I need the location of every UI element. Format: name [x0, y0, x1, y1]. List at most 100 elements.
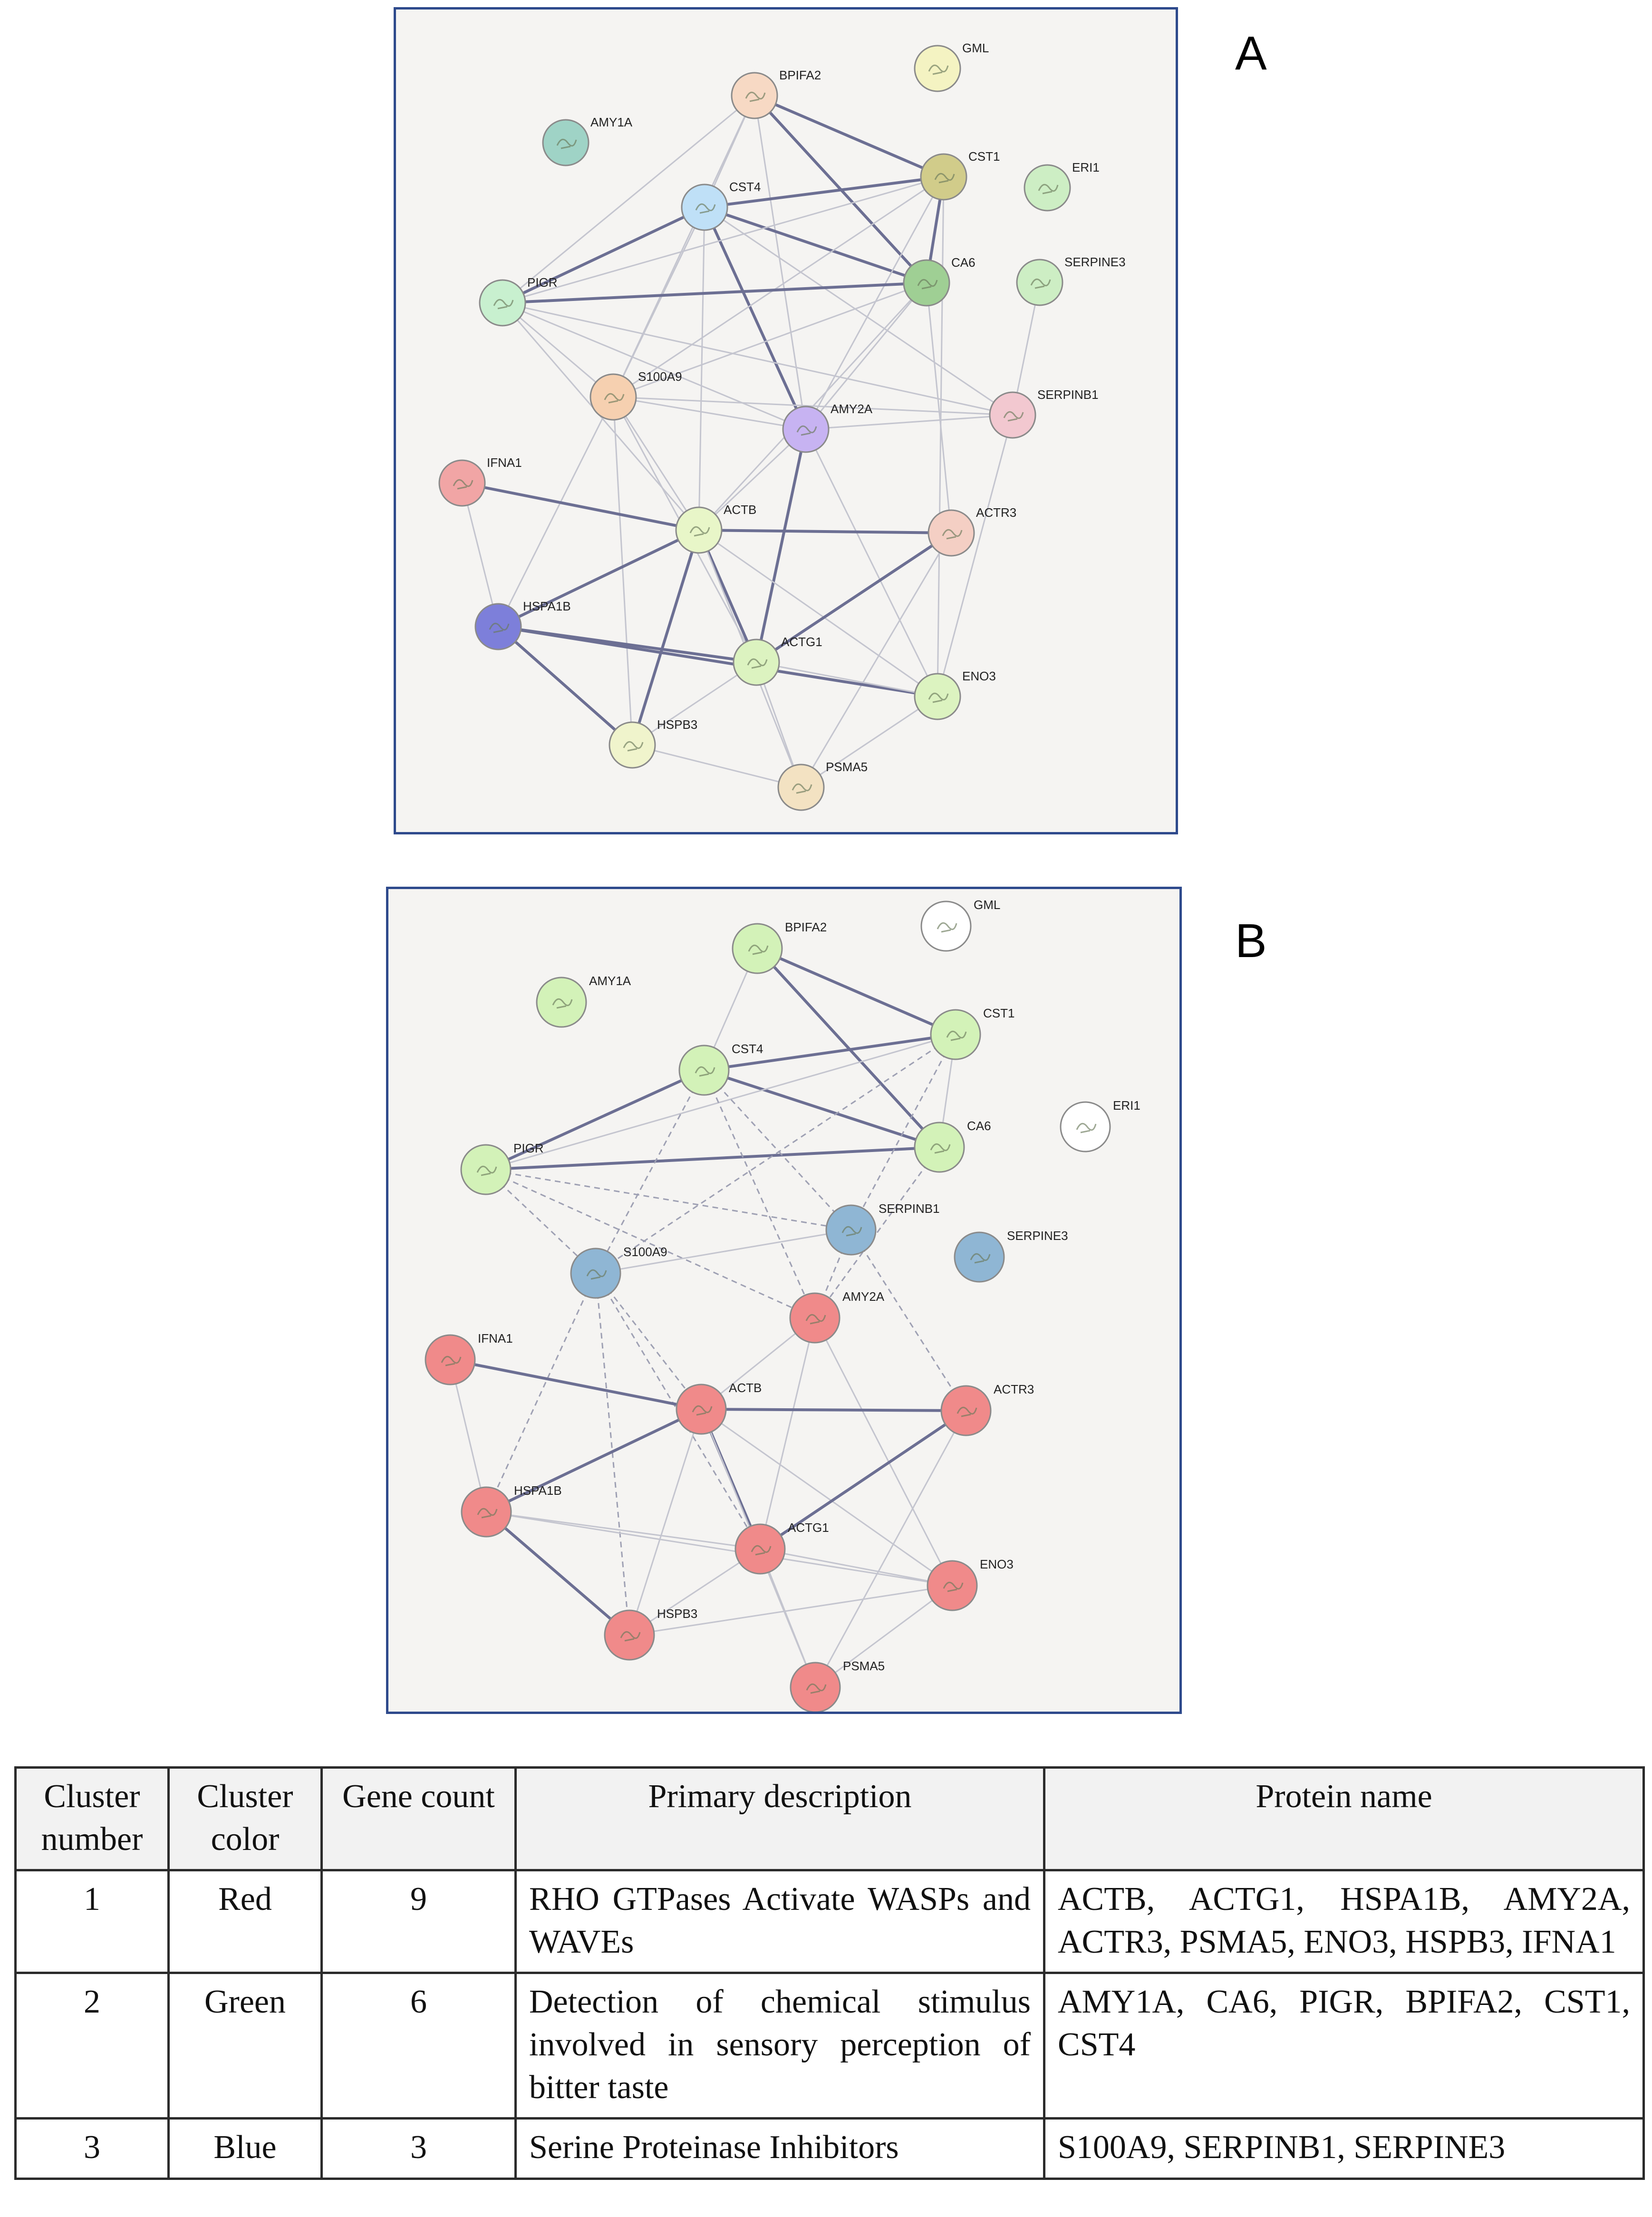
node-circle [1024, 164, 1071, 212]
edge-s100a9-actb [612, 397, 700, 531]
node-circle [474, 603, 522, 650]
protein-structure-icon [805, 1314, 826, 1325]
node-bpifa2[interactable]: BPIFA2 [732, 920, 827, 974]
node-cst1[interactable]: CST1 [920, 149, 1000, 201]
edge-eno3-serpinb1 [937, 415, 1014, 697]
node-gml[interactable]: GML [920, 898, 1000, 952]
edge-actb-actr3 [701, 1408, 966, 1412]
node-actb[interactable]: ACTB [676, 1381, 762, 1435]
protein-structure-icon [586, 1269, 607, 1280]
node-actg1[interactable]: ACTG1 [733, 635, 822, 686]
protein-structure-icon [623, 741, 644, 752]
node-label: CA6 [967, 1119, 991, 1133]
node-label: AMY1A [589, 974, 631, 988]
node-pigr[interactable]: PIGR [460, 1141, 544, 1195]
gene-count-cell: 9 [320, 1869, 517, 1975]
node-label: AMY2A [842, 1289, 885, 1304]
node-hspa1b[interactable]: HSPA1B [461, 1483, 562, 1538]
edge-amy2a-actg1 [755, 429, 807, 663]
node-ca6[interactable]: CA6 [903, 255, 976, 307]
node-hspb3[interactable]: HSPB3 [604, 1607, 697, 1661]
node-actg1[interactable]: ACTG1 [734, 1520, 829, 1575]
node-serpine3[interactable]: SERPINE3 [954, 1229, 1068, 1283]
node-amy1a[interactable]: AMY1A [536, 974, 631, 1028]
node-label: PIGR [513, 1141, 544, 1155]
edge-hspa1b-hspb3 [485, 1510, 630, 1636]
protein-structure-icon [689, 526, 710, 537]
edge-ifna1-hspa1b [449, 1359, 487, 1512]
node-psma5[interactable]: PSMA5 [790, 1659, 885, 1712]
node-label: AMY2A [831, 402, 873, 416]
node-s100a9[interactable]: S100A9 [589, 369, 682, 421]
edge-ca6-amy2a [805, 282, 927, 430]
edge-ifna1-hspa1b [461, 483, 499, 627]
node-pigr[interactable]: PIGR [479, 275, 558, 327]
edge-pigr-serpinb1 [502, 302, 1013, 416]
edge-actg1-eno3 [756, 661, 938, 697]
node-serpine3[interactable]: SERPINE3 [1016, 255, 1126, 306]
protein-structure-icon [796, 425, 817, 436]
node-amy2a[interactable]: AMY2A [782, 402, 873, 453]
protein-structure-icon [946, 1030, 967, 1041]
protein-structure-icon [1076, 1123, 1097, 1133]
cluster-table: Cluster number Cluster color Gene count … [14, 1766, 1645, 2180]
edge-hspa1b-hspb3 [497, 625, 633, 746]
node-circle [914, 1122, 965, 1173]
protein-structure-icon [956, 1406, 977, 1417]
protein-structure-icon [476, 1165, 497, 1176]
node-hspa1b[interactable]: HSPA1B [474, 599, 571, 650]
node-psma5[interactable]: PSMA5 [777, 760, 868, 811]
table-header-row: Cluster number Cluster color Gene count … [14, 1766, 1645, 1872]
node-label: BPIFA2 [785, 920, 827, 934]
node-label: PSMA5 [843, 1659, 885, 1673]
node-label: SERPINE3 [1064, 255, 1126, 269]
node-ifna1[interactable]: IFNA1 [438, 455, 522, 507]
node-cst1[interactable]: CST1 [930, 1006, 1014, 1060]
edge-actg1-hspb3 [632, 661, 757, 746]
description-cell: Serine Proteinase Inhibitors [514, 2117, 1045, 2180]
node-cst4[interactable]: CST4 [681, 180, 761, 231]
node-bpifa2[interactable]: BPIFA2 [731, 68, 821, 119]
node-label: ACTB [729, 1381, 762, 1395]
node-label: CST1 [968, 149, 1000, 164]
panel-label-b: B [1235, 914, 1267, 968]
node-ca6[interactable]: CA6 [914, 1119, 991, 1173]
protein-structure-icon [477, 1508, 498, 1519]
node-actb[interactable]: ACTB [675, 503, 756, 554]
node-actr3[interactable]: ACTR3 [940, 1382, 1034, 1436]
node-circle [460, 1144, 512, 1195]
protein-structure-icon [556, 138, 577, 149]
edge-cst4-ca6 [704, 206, 927, 284]
node-eri1[interactable]: ERI1 [1024, 160, 1100, 212]
edge-actb-eno3 [701, 1408, 953, 1587]
node-actr3[interactable]: ACTR3 [927, 505, 1016, 557]
edge-hspa1b-actg1 [486, 1511, 761, 1550]
description-cell: RHO GTPases Activate WASPs and WAVEs [514, 1869, 1045, 1975]
header-primary-description: Primary description [514, 1766, 1045, 1872]
node-serpinb1[interactable]: SERPINB1 [989, 387, 1099, 439]
node-label: HSPA1B [523, 599, 571, 613]
cluster-color-cell: Blue [167, 2117, 323, 2180]
node-serpinb1[interactable]: SERPINB1 [825, 1201, 940, 1256]
node-eri1[interactable]: ERI1 [1060, 1098, 1140, 1152]
edge-actb-actr3 [698, 529, 952, 534]
node-eno3[interactable]: ENO3 [927, 1557, 1014, 1611]
node-gml[interactable]: GML [914, 41, 989, 92]
node-eno3[interactable]: ENO3 [914, 669, 996, 720]
node-label: CA6 [951, 255, 976, 270]
node-s100a9[interactable]: S100A9 [570, 1245, 667, 1299]
node-circle [731, 72, 778, 119]
protein-structure-icon [695, 203, 716, 214]
node-amy2a[interactable]: AMY2A [789, 1289, 885, 1344]
node-label: BPIFA2 [779, 68, 821, 82]
protein-names-cell: S100A9, SERPINB1, SERPINE3 [1043, 2117, 1645, 2180]
node-label: CST4 [729, 180, 761, 194]
node-cst4[interactable]: CST4 [678, 1042, 763, 1096]
node-label: CST4 [732, 1042, 763, 1056]
edge-pigr-amy2a [485, 1169, 815, 1319]
node-hspb3[interactable]: HSPB3 [609, 717, 697, 769]
node-ifna1[interactable]: IFNA1 [425, 1331, 513, 1385]
node-circle [940, 1385, 992, 1436]
node-amy1a[interactable]: AMY1A [542, 115, 633, 166]
